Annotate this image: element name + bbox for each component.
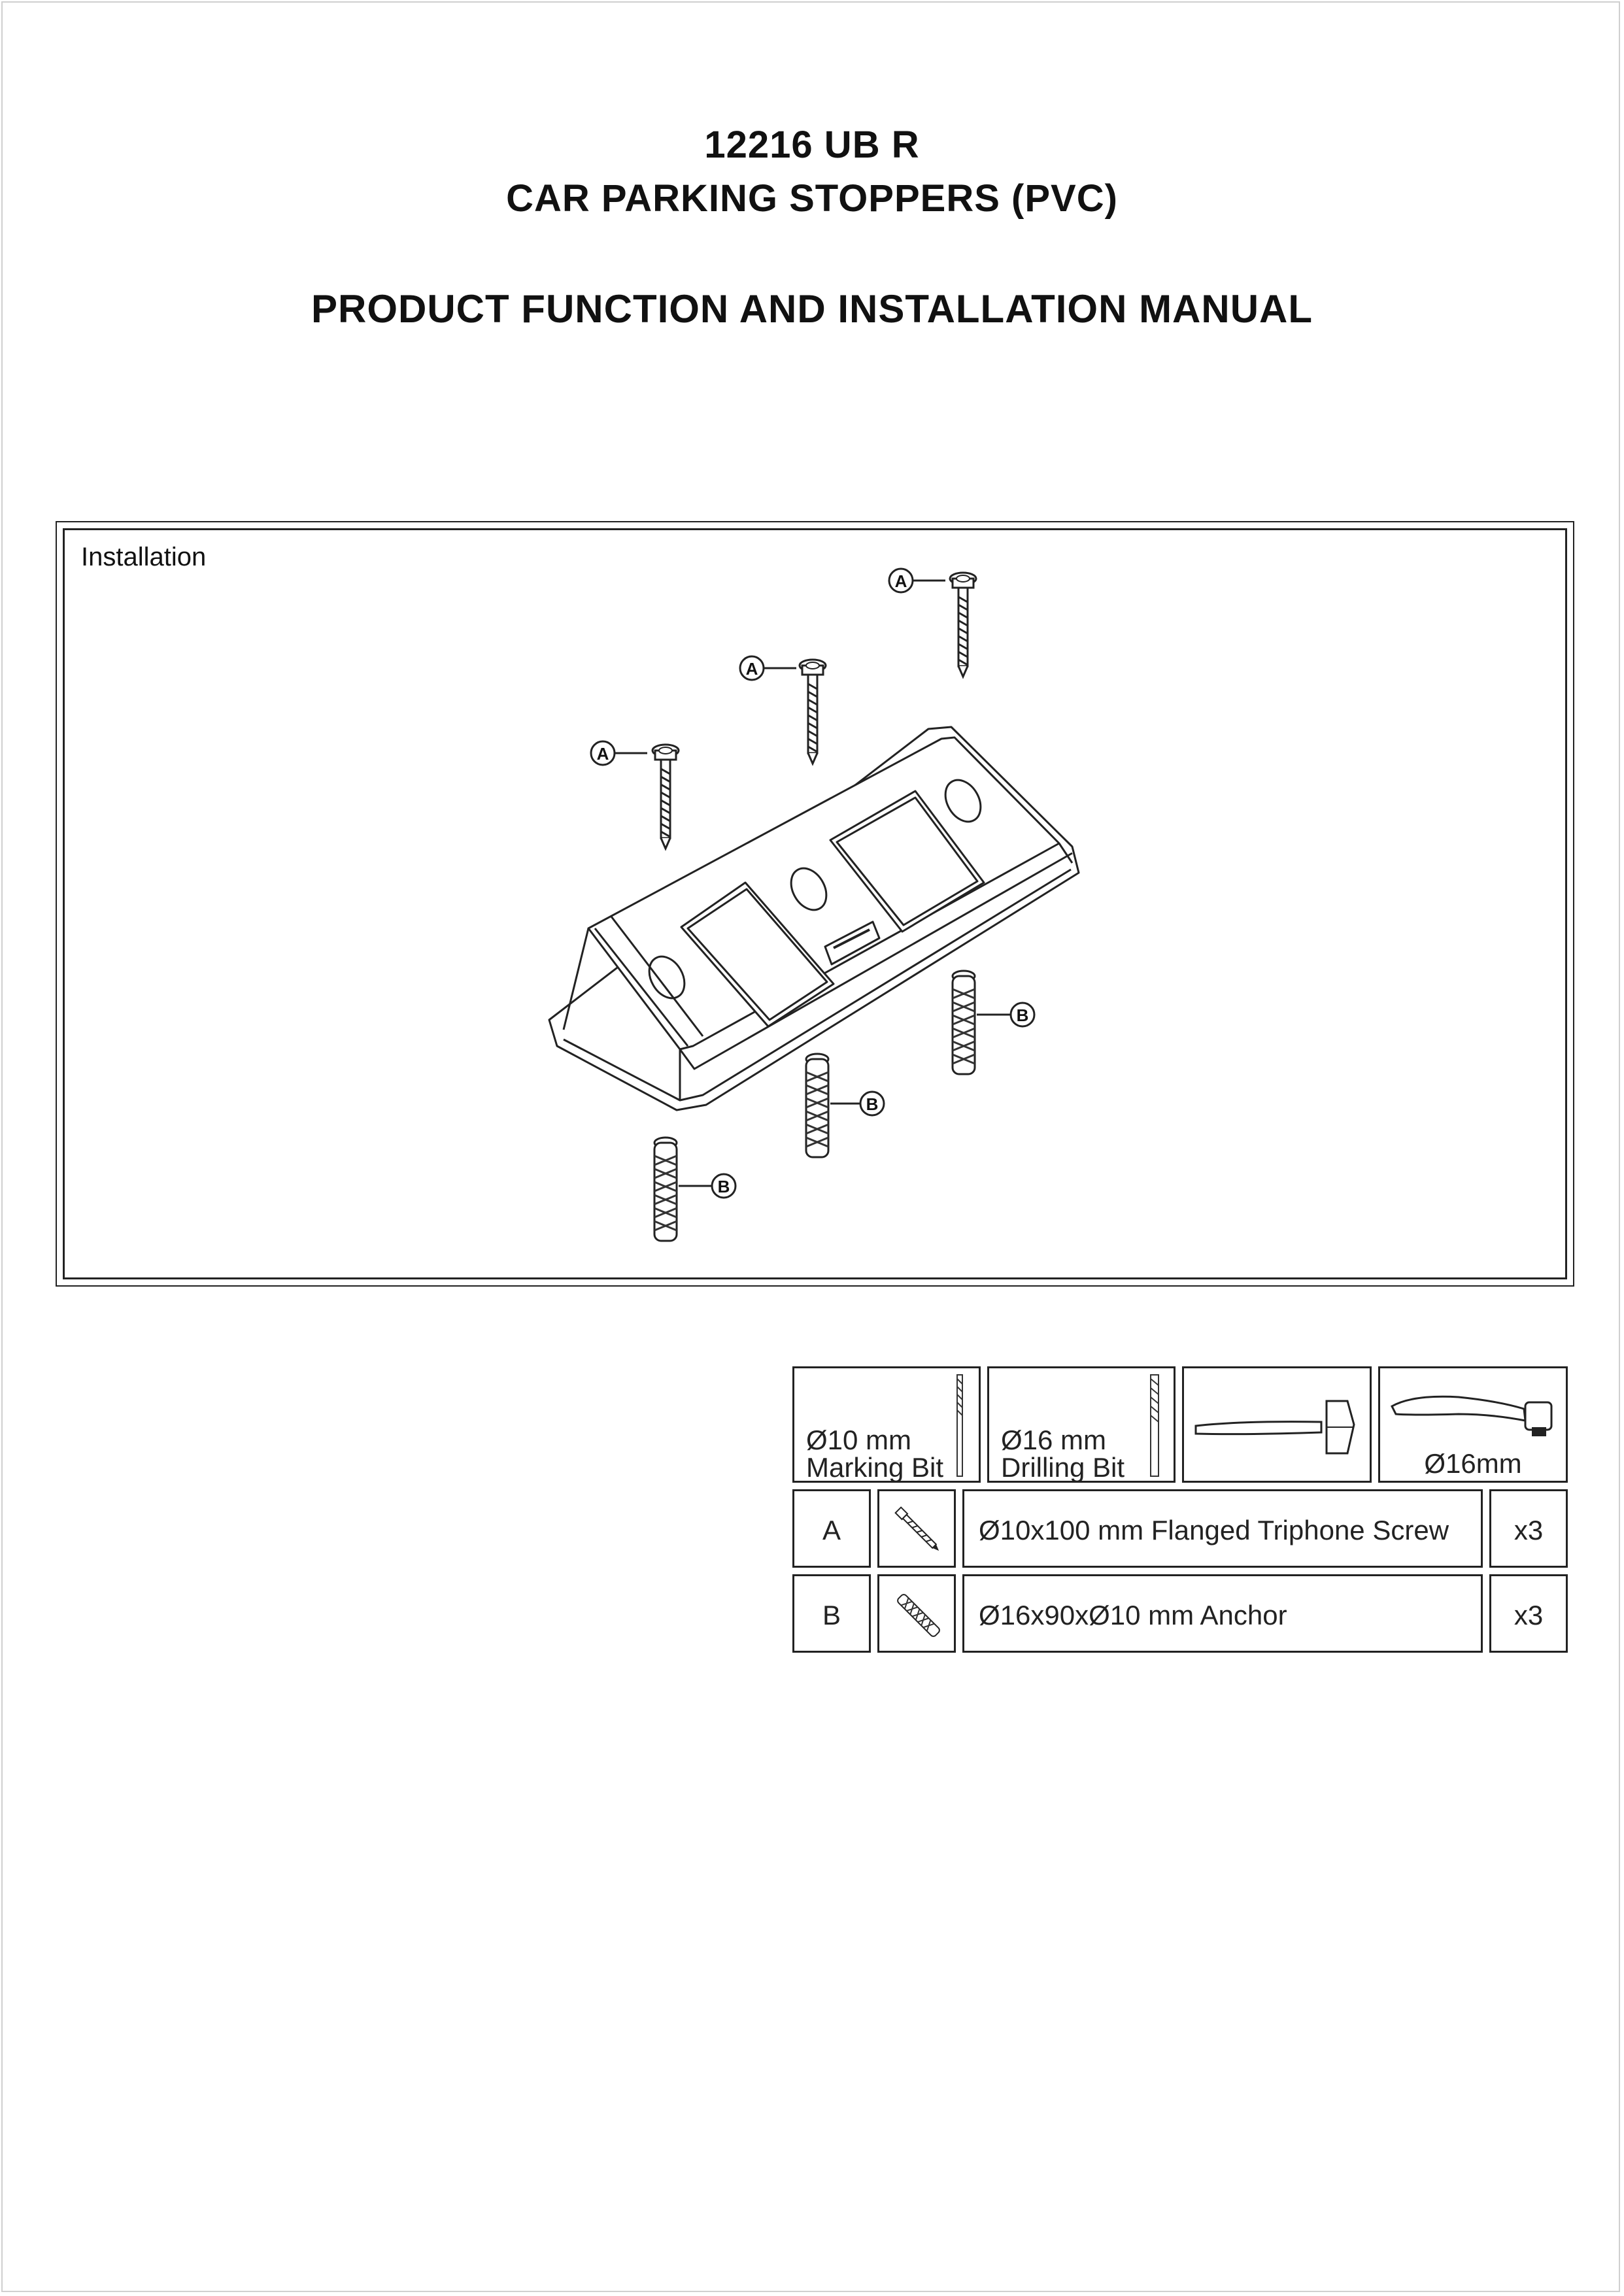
callout-b-1: B xyxy=(718,1177,730,1196)
part-b-qty-cell: x3 xyxy=(1489,1574,1568,1653)
tool-drilling-bit: Ø16 mm Drilling Bit xyxy=(987,1366,1176,1483)
callout-b-3: B xyxy=(1017,1005,1029,1025)
drill-bit-icon xyxy=(1150,1374,1159,1477)
installation-frame-outer xyxy=(56,521,1574,1287)
tool-wrench-size: Ø16mm xyxy=(1424,1448,1522,1479)
tool-drilling-bit-size: Ø16 mm xyxy=(1001,1425,1107,1455)
parking-stopper-illustration xyxy=(548,726,1080,1111)
anchor-b-2 xyxy=(805,1053,830,1158)
tool-drilling-bit-label: Drilling Bit xyxy=(1001,1452,1125,1483)
part-a-description: Ø10x100 mm Flanged Triphone Screw xyxy=(979,1515,1449,1545)
installation-frame-inner xyxy=(63,528,1567,1279)
hammer-icon xyxy=(1194,1400,1355,1455)
tool-marking-bit-size: Ø10 mm xyxy=(806,1425,912,1455)
ratchet-wrench-icon xyxy=(1391,1395,1553,1436)
callout-a-1: A xyxy=(597,744,609,764)
product-name: CAR PARKING STOPPERS (PVC) xyxy=(506,177,1118,220)
anchor-icon xyxy=(897,1594,940,1637)
drill-bit-icon xyxy=(956,1374,963,1477)
callout-a-2: A xyxy=(746,659,758,679)
callout-a-3: A xyxy=(895,571,907,591)
part-a-qty: x3 xyxy=(1514,1515,1544,1545)
anchor-b-3 xyxy=(951,970,976,1075)
model-number: 12216 UB R xyxy=(704,124,920,166)
tool-marking-bit-label: Marking Bit xyxy=(806,1452,944,1483)
screw-a-3 xyxy=(949,571,977,678)
tool-ratchet-wrench: Ø16mm xyxy=(1378,1366,1568,1483)
callout-markers xyxy=(590,567,1036,1199)
part-a-icon-cell xyxy=(877,1489,956,1568)
manual-title: PRODUCT FUNCTION AND INSTALLATION MANUAL xyxy=(311,287,1313,331)
part-b-qty: x3 xyxy=(1514,1600,1544,1630)
part-b-description: Ø16x90xØ10 mm Anchor xyxy=(979,1600,1287,1630)
part-a-key: A xyxy=(822,1515,841,1545)
screw-a-2 xyxy=(798,658,827,765)
tool-hammer xyxy=(1182,1366,1372,1483)
part-b-key-cell: B xyxy=(792,1574,871,1653)
part-a-description-cell: Ø10x100 mm Flanged Triphone Screw xyxy=(962,1489,1483,1568)
callout-b-2: B xyxy=(866,1094,879,1114)
installation-label: Installation xyxy=(81,543,207,571)
part-a-key-cell: A xyxy=(792,1489,871,1568)
part-a-qty-cell: x3 xyxy=(1489,1489,1568,1568)
anchor-b-1 xyxy=(653,1136,678,1242)
screw-a-1 xyxy=(651,743,680,850)
part-b-description-cell: Ø16x90xØ10 mm Anchor xyxy=(962,1574,1483,1653)
tool-marking-bit: Ø10 mm Marking Bit xyxy=(792,1366,981,1483)
screw-icon xyxy=(894,1506,939,1551)
part-b-icon-cell xyxy=(877,1574,956,1653)
part-b-key: B xyxy=(822,1600,841,1630)
